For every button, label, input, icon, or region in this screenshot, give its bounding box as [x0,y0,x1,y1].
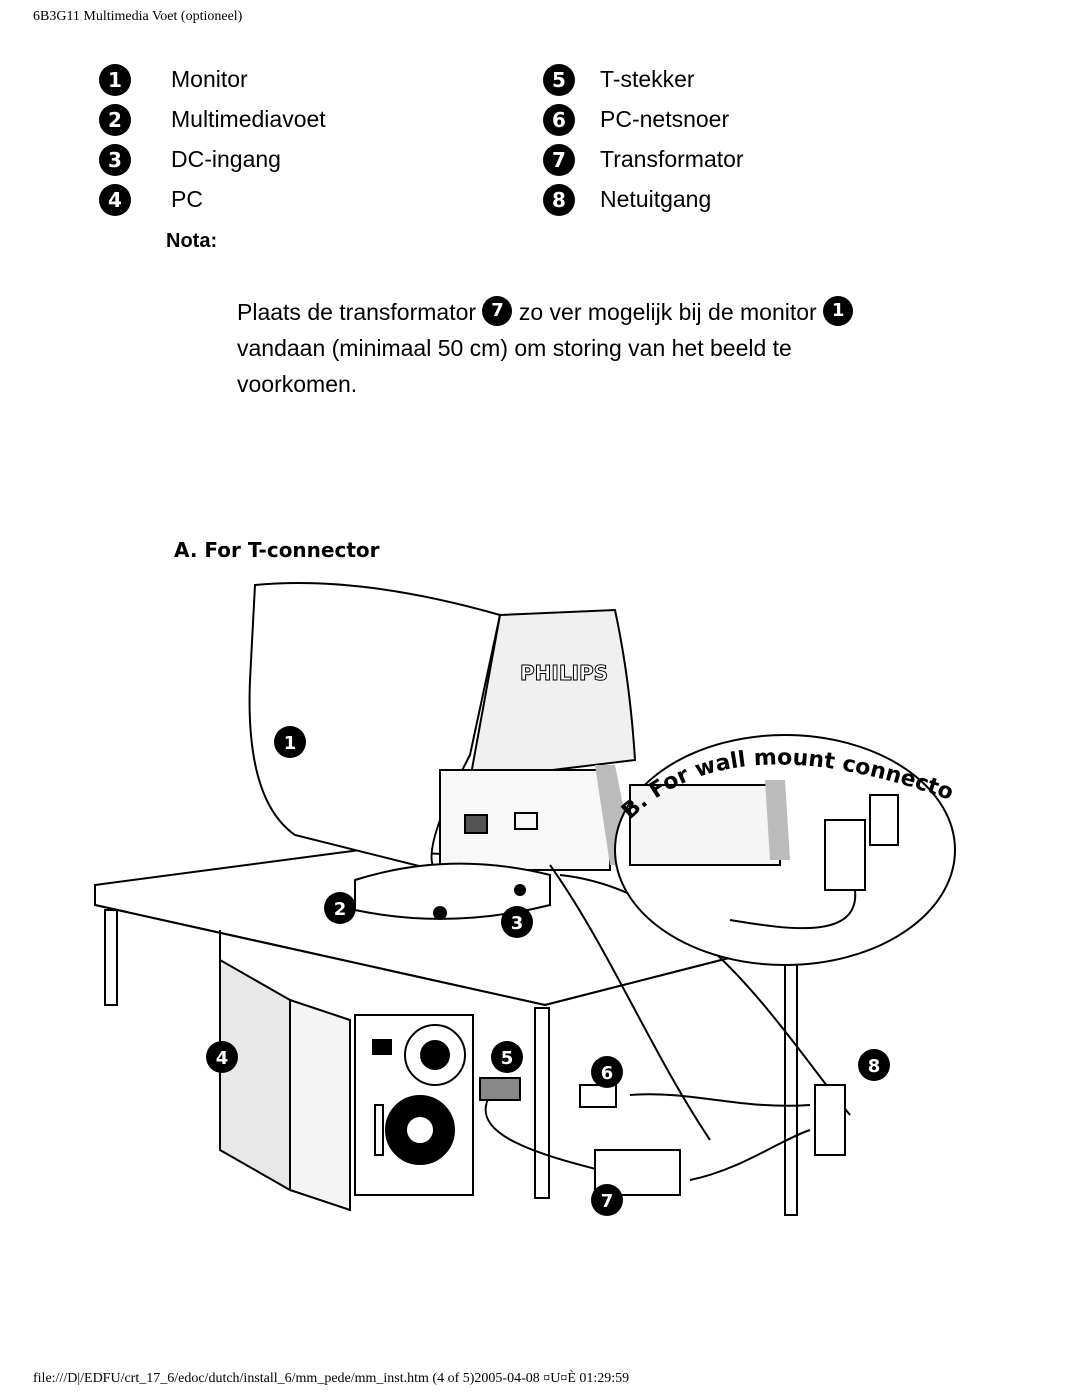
legend-badge-4: 4 [99,184,131,216]
legend-badge-1: 1 [99,64,131,96]
callout-4: 4 [206,1041,238,1073]
legend-label-t-stekker: T-stekker [600,66,695,92]
legend-label-pc: PC [171,186,203,212]
svg-text:3: 3 [511,913,524,934]
note-paragraph: Plaats de transformator 7 zo ver mogelij… [237,294,857,402]
callout-3: 3 [501,906,533,938]
title-t-connector: A. For T-connector [174,538,380,562]
note-text-part3: vandaan (minimaal 50 cm) om storing van … [237,335,792,397]
legend-label-dc-ingang: DC-ingang [171,146,281,172]
legend-badge-5: 5 [543,64,575,96]
callout-8: 8 [858,1049,890,1081]
pc-tower [219,958,474,1212]
svg-text:7: 7 [601,1191,614,1212]
svg-text:8: 8 [868,1056,881,1077]
svg-text:1: 1 [284,733,297,754]
legend-label-pc-netsnoer: PC-netsnoer [600,106,730,132]
callout-7: 7 [591,1184,623,1216]
legend-label-monitor: Monitor [171,66,248,92]
legend-label-transformator: Transformator [600,146,744,172]
svg-text:5: 5 [501,1048,514,1069]
note-badge-7: 7 [482,296,513,326]
legend-badge-6: 6 [543,104,575,136]
setup-illustration: A. For T-connector PHILIPS [90,530,957,1216]
svg-text:2: 2 [334,899,347,920]
inset-wall-mount [614,734,956,966]
callout-2: 2 [324,892,356,924]
callout-6: 6 [591,1056,623,1088]
page-header-title: 6B3G11 Multimedia Voet (optioneel) [33,9,243,24]
note-text-part2: zo ver mogelijk bij de monitor [518,299,817,325]
note-heading: Nota: [166,230,218,252]
multimedia-base [354,862,551,920]
note-badge-1: 1 [823,296,854,326]
svg-text:4: 4 [216,1048,229,1069]
philips-brand: PHILIPS [520,661,608,685]
legend-label-multimediavoet: Multimediavoet [171,106,326,132]
cables [484,864,851,1181]
legend-badge-2: 2 [99,104,131,136]
page-footer-path: file:///D|/EDFU/crt_17_6/edoc/dutch/inst… [33,1371,630,1386]
callout-1: 1 [274,726,306,758]
monitor: PHILIPS [248,582,637,872]
callout-5: 5 [491,1041,523,1073]
legend-label-netuitgang: Netuitgang [600,186,712,212]
svg-text:6: 6 [601,1063,614,1084]
legend-badge-8: 8 [543,184,575,216]
legend-badge-7: 7 [543,144,575,176]
legend-badge-3: 3 [99,144,131,176]
note-text-part1: Plaats de transformator [237,299,477,325]
